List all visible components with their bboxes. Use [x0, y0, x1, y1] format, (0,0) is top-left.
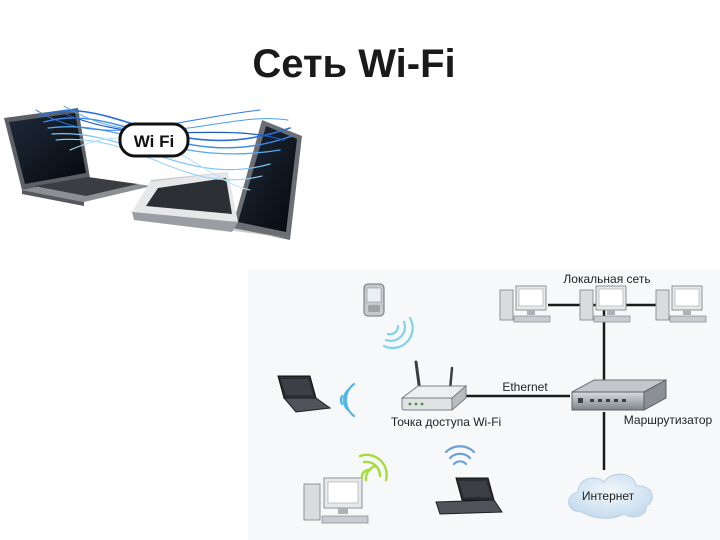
wifi-logo-badge: Wi Fi — [118, 122, 190, 158]
ethernet-label: Ethernet — [502, 380, 548, 394]
pc-wifi-waves-icon — [358, 453, 388, 482]
slide-title: Сеть Wi-Fi — [0, 42, 720, 87]
access-point-label: Точка доступа Wi-Fi — [391, 415, 501, 429]
lan-label: Локальная сеть — [563, 272, 650, 286]
lan-computer-3 — [655, 285, 707, 323]
pda-wifi-waves-icon — [382, 316, 414, 350]
slide-title-text: Сеть Wi-Fi — [252, 42, 456, 86]
router-label: Маршрутизатор — [624, 413, 713, 427]
pda-icon — [363, 283, 385, 317]
wireless-desktop-pc-icon — [303, 477, 369, 524]
right-laptop-icon — [130, 120, 302, 240]
laptop-wifi-waves-icon — [339, 382, 356, 418]
router-icon — [571, 379, 667, 411]
netbook-wifi-waves-icon — [444, 445, 476, 466]
wireless-netbook-icon — [435, 477, 503, 515]
internet-label: Интернет — [582, 489, 635, 503]
lan-computer-2 — [579, 285, 631, 323]
internet-cloud-icon — [568, 473, 653, 519]
network-diagram: Локальная сеть Ethernet — [248, 270, 720, 540]
wifi-logo-text: Wi Fi — [134, 132, 174, 151]
access-point-icon — [400, 360, 468, 412]
left-laptop-icon — [4, 108, 152, 206]
wireless-laptop-icon — [277, 375, 332, 413]
wifi-laptops-illustration: Wi Fi — [4, 105, 302, 240]
lan-computer-1 — [499, 285, 551, 323]
